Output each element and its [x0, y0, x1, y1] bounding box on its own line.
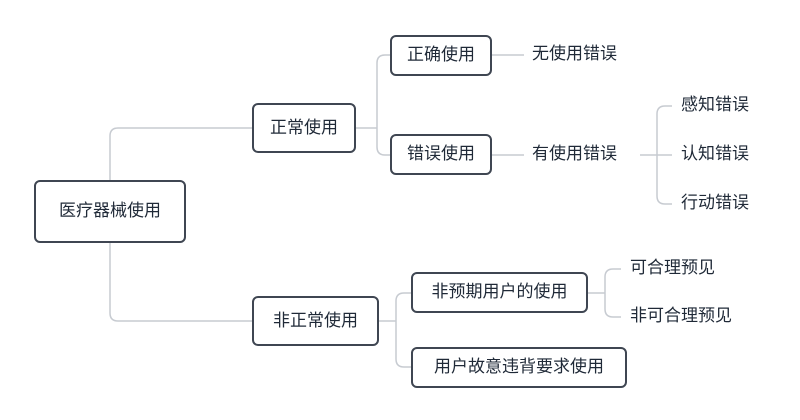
node-normal-use: 正常使用 — [252, 103, 356, 153]
leaf-foreseeable: 可合理预见 — [630, 258, 715, 278]
leaf-perception-error: 感知错误 — [681, 95, 749, 115]
edge-root-abnormal — [109, 243, 252, 322]
leaf-cognition-error: 认知错误 — [681, 144, 749, 164]
node-incorrect-use: 错误使用 — [390, 134, 492, 175]
edge-normal-correct — [356, 54, 390, 129]
edge-root-normal — [109, 127, 252, 180]
edge-haserror-branches — [640, 105, 672, 205]
edge-unintended-notforeseeable — [604, 293, 621, 318]
edge-abnormal-violation — [395, 321, 411, 368]
edge-abnormal-unintended — [379, 292, 411, 322]
node-intentional-violation: 用户故意违背要求使用 — [411, 347, 627, 388]
leaf-no-error: 无使用错误 — [532, 44, 617, 64]
leaf-has-error: 有使用错误 — [532, 144, 617, 164]
node-abnormal-use: 非正常使用 — [252, 296, 379, 346]
node-unintended-user: 非预期用户的使用 — [411, 272, 588, 313]
leaf-not-foreseeable: 非可合理预见 — [630, 306, 732, 326]
edge-normal-incorrect — [376, 128, 390, 156]
leaf-action-error: 行动错误 — [681, 193, 749, 213]
node-root: 医疗器械使用 — [34, 180, 186, 243]
edge-unintended-foreseeable — [588, 268, 621, 294]
node-correct-use: 正确使用 — [390, 35, 492, 76]
